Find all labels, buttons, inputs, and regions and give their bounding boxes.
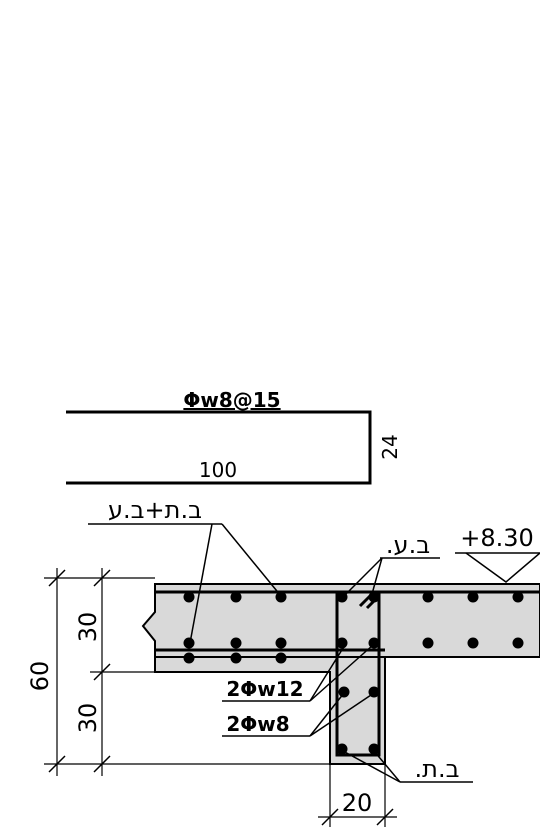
break-line (142, 611, 156, 642)
leader-bottom (342, 750, 473, 783)
dim-width-label: 20 (342, 789, 373, 817)
rebar-dot (422, 637, 434, 649)
rebar-dot (183, 637, 195, 649)
bar-height-label: 24 (378, 434, 402, 459)
leader-top-bottom (88, 523, 282, 644)
rebar-dot (512, 637, 524, 649)
leader-top (345, 557, 440, 595)
horizontal-dimension (318, 764, 397, 827)
label-bars-8: 2Φw8 (226, 712, 289, 736)
rebar-dot (512, 591, 524, 603)
rebar-dot (338, 686, 350, 698)
rebar-dot (368, 591, 380, 603)
rebar-dot (275, 652, 287, 664)
dim-drop-label: 30 (74, 703, 102, 734)
rebar-dot (275, 637, 287, 649)
elevation-label: +8.30 (460, 524, 534, 552)
bar-spec-label: Φw8@15 (183, 388, 280, 412)
rebar-dot (467, 637, 479, 649)
label-bottom: ב.ת. (415, 755, 460, 783)
label-bars-12: 2Φw12 (226, 677, 303, 701)
bar-shape-line (66, 410, 372, 485)
rebar-dot (467, 591, 479, 603)
rebar-dot (230, 637, 242, 649)
rebar-dots (183, 591, 524, 755)
bar-length-label: 100 (199, 458, 237, 482)
rebar-dot (183, 591, 195, 603)
rebar-dot (275, 591, 287, 603)
rebar-dot (368, 743, 380, 755)
leader-bars-12 (222, 644, 374, 702)
label-top: ב.ע. (386, 531, 430, 559)
rebar-dot (183, 652, 195, 664)
label-top-bottom: ב.ת+ב.ע (108, 496, 202, 524)
rebar-dot (230, 591, 242, 603)
vertical-dimensions (44, 568, 330, 776)
dim-total-label: 60 (26, 661, 54, 692)
elevation-marker (455, 552, 540, 583)
rebar-dot (230, 652, 242, 664)
rebar-dot (336, 591, 348, 603)
dim-slab-label: 30 (74, 612, 102, 643)
rebar-dot (336, 637, 348, 649)
beam-stirrup (335, 590, 381, 757)
rebar-dot (422, 591, 434, 603)
bar-shape-detail: Φw8@15 100 24 (66, 388, 402, 485)
leader-bars-8 (222, 692, 375, 737)
section-view: ב.ת+ב.ע ב.ע. +8.30 2Φw12 2Φw8 (26, 496, 540, 827)
